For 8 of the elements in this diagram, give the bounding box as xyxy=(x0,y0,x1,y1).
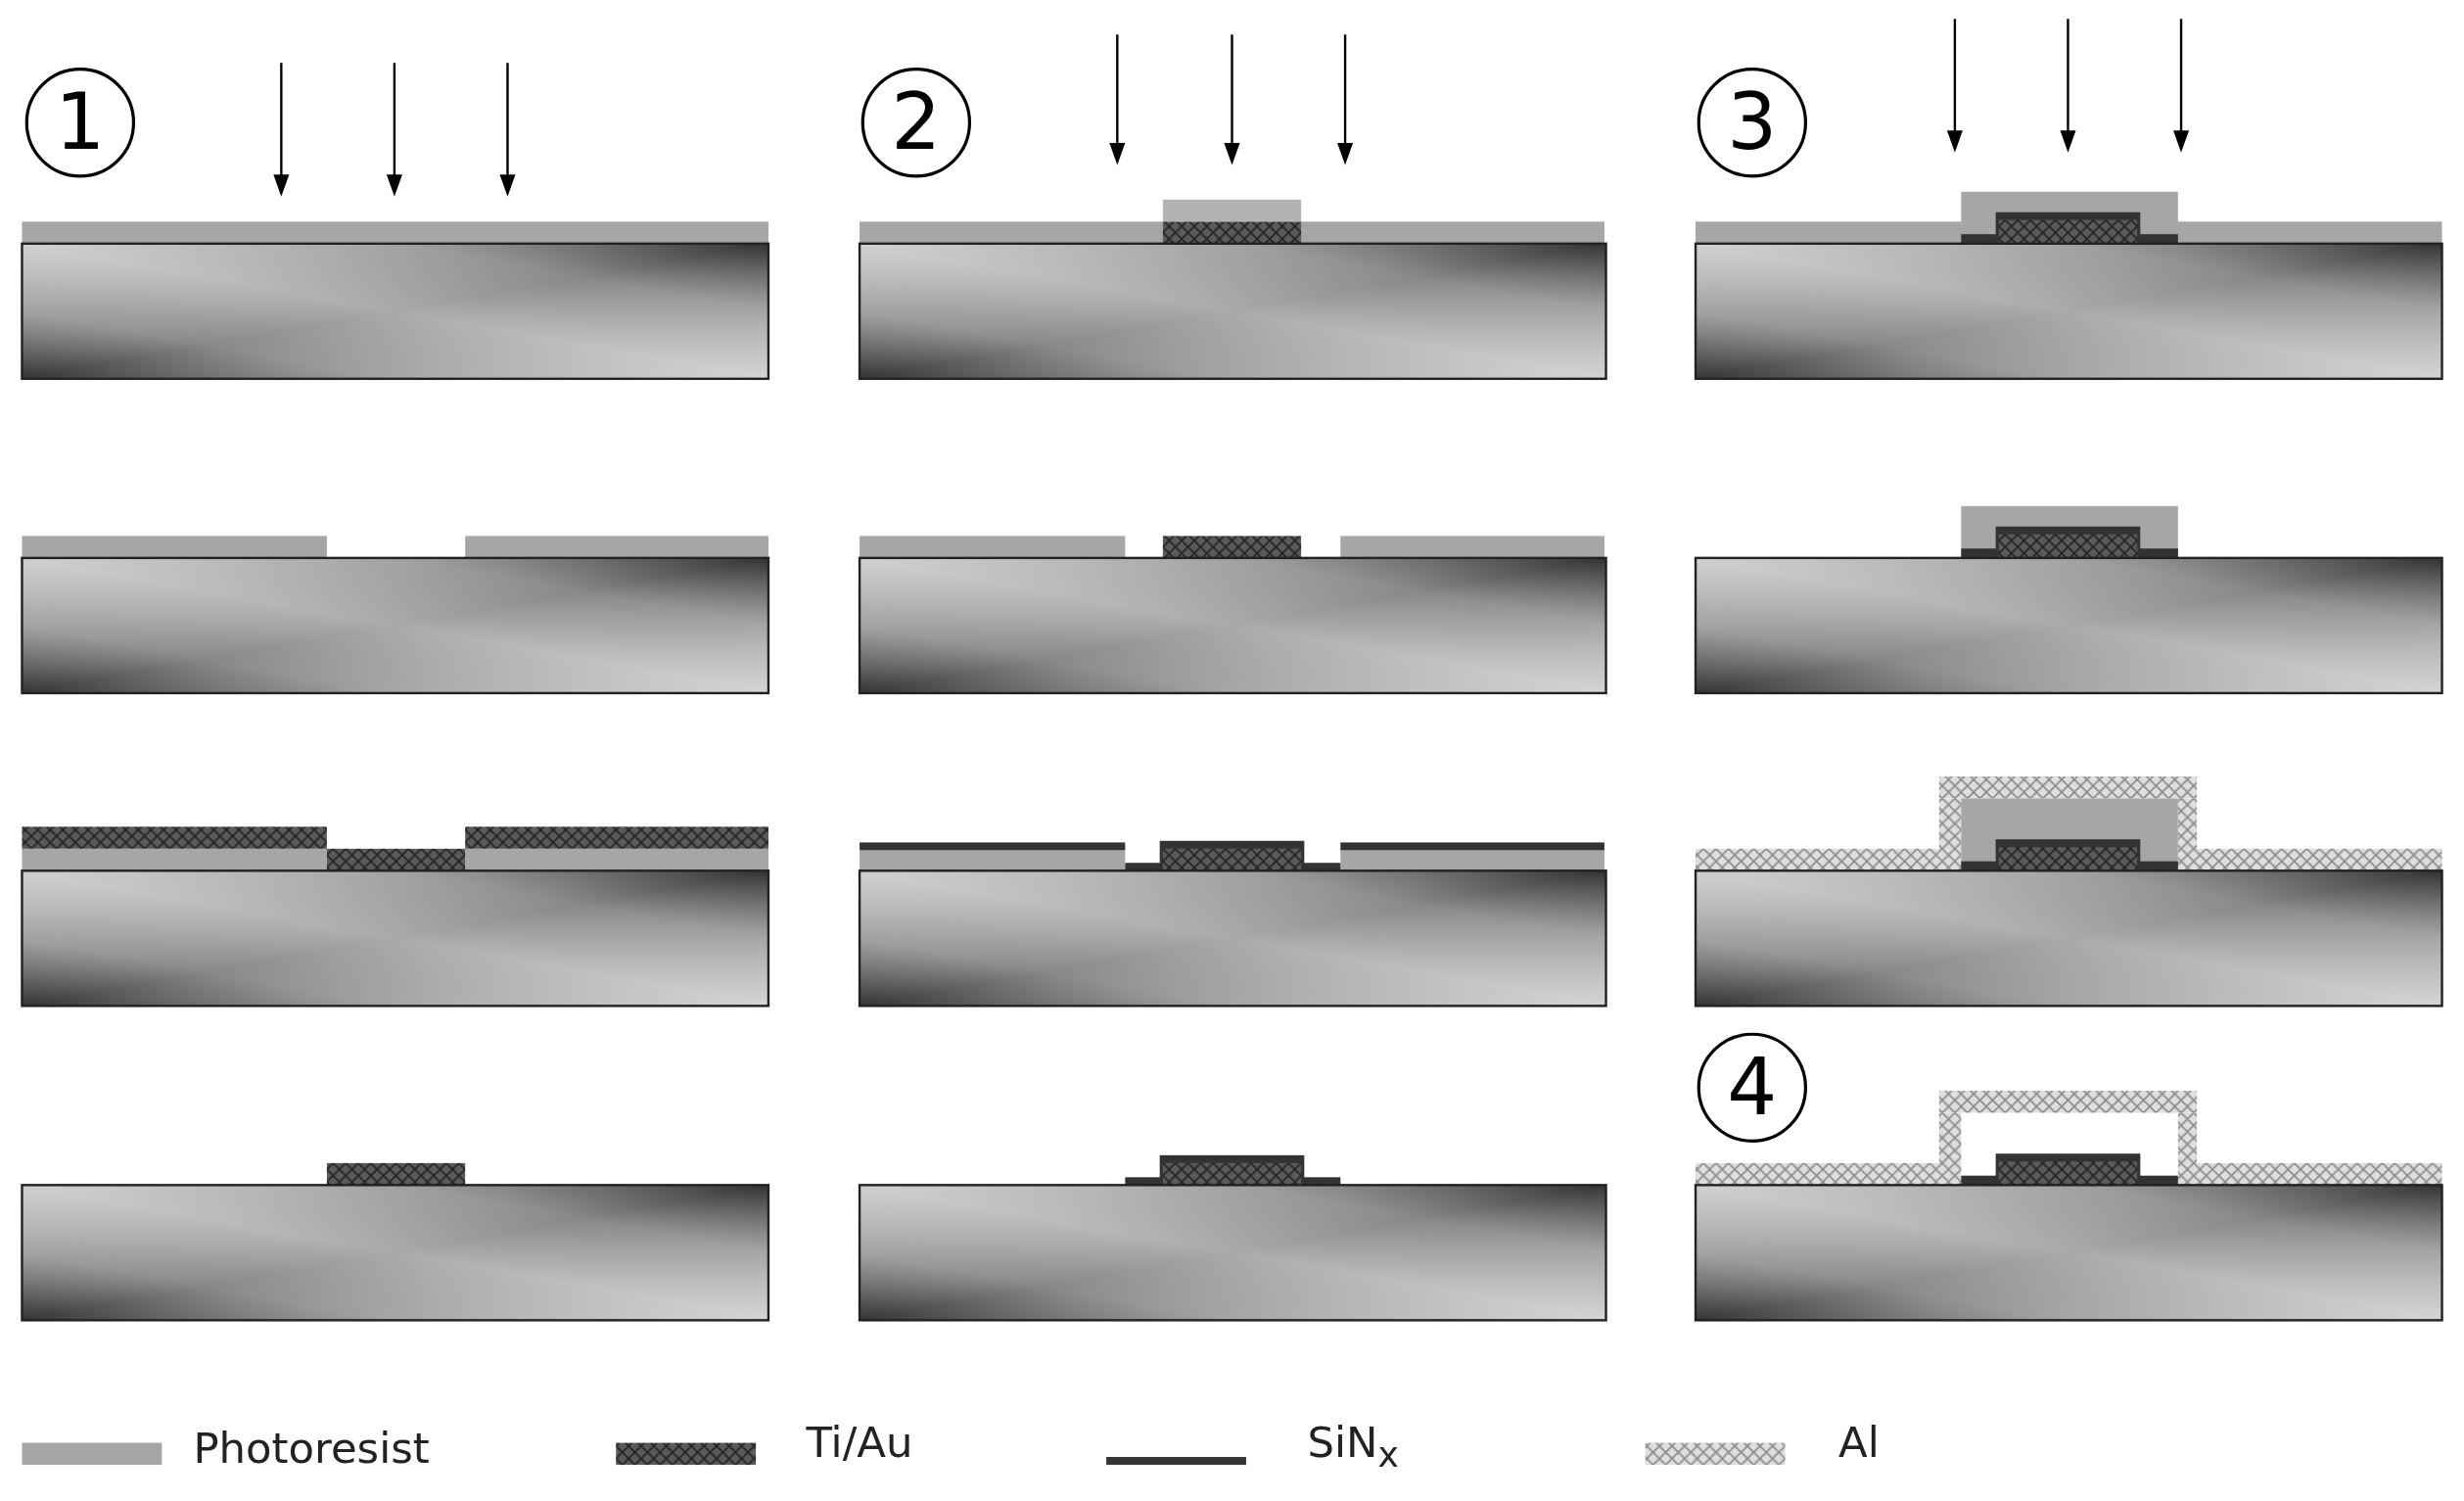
legend-label: Photoresist xyxy=(193,1424,430,1474)
step-number: 1 xyxy=(24,68,136,178)
legend-label: SiN$_{x}$ xyxy=(1307,1417,1399,1476)
legend-label: Ti/Au xyxy=(806,1417,913,1467)
step-number: 3 xyxy=(1697,68,1807,178)
step-number: 4 xyxy=(1697,1032,1807,1143)
step-number: 2 xyxy=(860,68,972,178)
legend-label: Al xyxy=(1838,1417,1880,1467)
